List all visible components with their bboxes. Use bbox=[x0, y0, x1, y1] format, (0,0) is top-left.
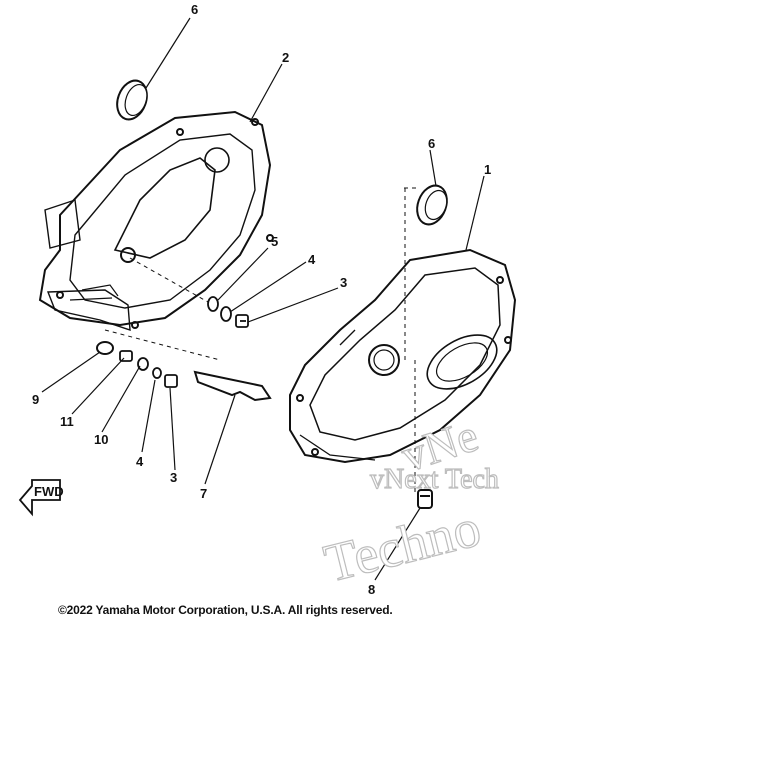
callout-9: 9 bbox=[32, 392, 39, 407]
guide-plate-7 bbox=[193, 370, 272, 402]
washer-4-lower bbox=[152, 367, 162, 379]
callout-4-upper: 4 bbox=[308, 252, 316, 267]
drain-bolt-8 bbox=[417, 489, 433, 509]
oil-seal-right bbox=[416, 184, 448, 226]
callout-3-upper: 3 bbox=[340, 275, 347, 290]
callout-1: 1 bbox=[484, 162, 491, 177]
callout-10: 10 bbox=[94, 432, 108, 447]
callout-3-lower: 3 bbox=[170, 470, 177, 485]
assembly-lines bbox=[104, 187, 420, 492]
watermark: vNe vNext Tech Techno bbox=[318, 409, 500, 595]
callout-8: 8 bbox=[368, 582, 375, 597]
crankcase-cover-left bbox=[38, 110, 274, 331]
leader-lines bbox=[41, 17, 485, 581]
grommet-9 bbox=[96, 341, 114, 355]
callout-6-right: 6 bbox=[428, 136, 435, 151]
watermark-line-1: vNext Tech bbox=[370, 464, 499, 495]
callout-6-top: 6 bbox=[191, 2, 198, 17]
fwd-label: FWD bbox=[34, 484, 64, 499]
fwd-arrow-icon bbox=[18, 479, 61, 517]
oil-seal-top bbox=[116, 79, 148, 121]
bolt-3-upper bbox=[235, 314, 249, 328]
fwd-marker: FWD bbox=[18, 479, 64, 517]
callout-11: 11 bbox=[60, 414, 74, 429]
callout-2: 2 bbox=[282, 50, 289, 65]
callout-7: 7 bbox=[200, 486, 207, 501]
watermark-line-2: Techno bbox=[318, 497, 486, 593]
copyright-notice: ©2022 Yamaha Motor Corporation, U.S.A. A… bbox=[58, 603, 393, 617]
clutch-cover-right bbox=[289, 248, 517, 464]
callout-4-lower: 4 bbox=[136, 454, 144, 469]
washer-10 bbox=[137, 357, 149, 371]
washer-4-upper bbox=[220, 306, 232, 322]
callout-labels: 6 2 6 1 5 4 3 9 11 10 4 3 7 8 bbox=[32, 2, 491, 597]
bolt-3-lower bbox=[164, 374, 178, 388]
collar-5 bbox=[207, 296, 219, 312]
callout-5: 5 bbox=[271, 234, 278, 249]
